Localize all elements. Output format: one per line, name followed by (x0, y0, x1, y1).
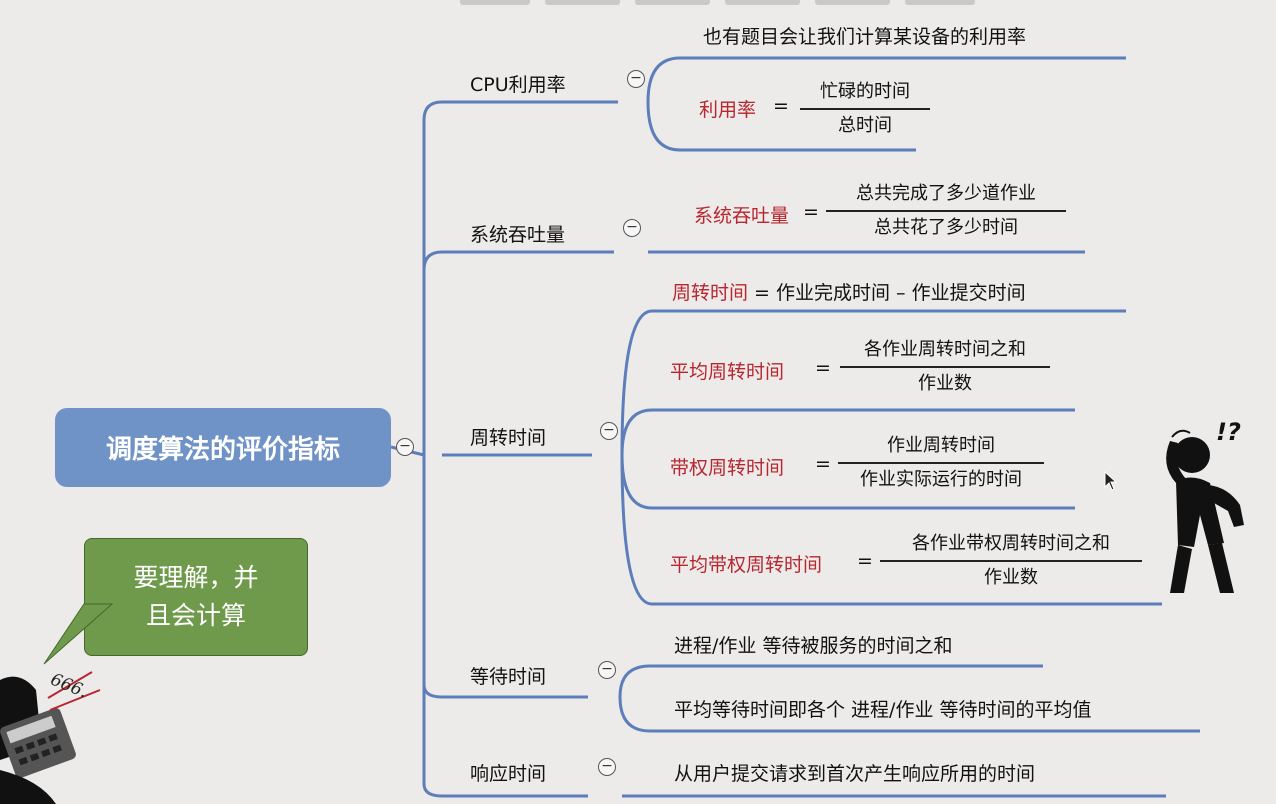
connector-cpu (646, 101, 916, 152)
numerator: 各作业周转时间之和 (864, 339, 1026, 360)
connector-turnaround (620, 309, 1126, 456)
formula-eq: = (857, 550, 873, 572)
fraction-bar (880, 560, 1142, 562)
fraction-bar (840, 366, 1050, 368)
numerator: 总共完成了多少道作业 (856, 183, 1036, 204)
formula-eq: = (815, 453, 831, 475)
formula-name-throughput: 系统吞吐量 (694, 205, 790, 227)
root-label: 调度算法的评价指标 (105, 435, 340, 465)
mouse-cursor-icon (1104, 471, 1118, 491)
response-item-1: 从用户提交请求到首次产生响应所用的时间 (674, 763, 1036, 785)
connector-waiting (618, 696, 1200, 733)
branch-label-cpu[interactable]: CPU利用率 (470, 74, 566, 96)
denominator: 作业数 (984, 566, 1038, 588)
root-node[interactable]: 调度算法的评价指标 (55, 408, 391, 487)
formula-eq: = (773, 95, 789, 117)
connector-turnaround (620, 454, 1162, 606)
formula-name-avg-turnaround: 平均周转时间 (670, 361, 785, 383)
numerator: 各作业带权周转时间之和 (912, 533, 1110, 554)
connector-cpu (646, 56, 1126, 103)
formula-name-utilization: 利用率 (699, 99, 757, 121)
top-tab[interactable] (725, 0, 800, 5)
numerator: 忙碌的时间 (820, 81, 910, 102)
turnaround-definition-rest: = 作业完成时间 – 作业提交时间 (748, 282, 1026, 304)
formula-eq: = (803, 201, 819, 223)
top-tab[interactable] (815, 0, 890, 5)
connector-trunk (422, 684, 443, 699)
confused-person-icon (1166, 429, 1244, 593)
turnaround-definition: 周转时间 = 作业完成时间 – 作业提交时间 (672, 278, 1026, 305)
connector-trunk (422, 100, 443, 455)
denominator: 作业实际运行的时间 (860, 468, 1022, 490)
collapse-toggle-icon[interactable]: − (627, 70, 645, 88)
speech-bubble-tail-icon (43, 603, 114, 665)
denominator: 总时间 (838, 114, 892, 136)
fraction-bar (800, 108, 930, 110)
fraction-bar (838, 462, 1044, 464)
formula-name-avg-weighted-turnaround: 平均带权周转时间 (670, 554, 823, 576)
term-turnaround: 周转时间 (672, 282, 749, 304)
collapse-toggle-icon[interactable]: − (598, 661, 616, 679)
formula-name-weighted-turnaround: 带权周转时间 (670, 457, 785, 479)
speech-line-1: 要理解，并 (133, 563, 259, 592)
fraction-throughput: 总共完成了多少道作业 总共花了多少时间 (826, 181, 1066, 241)
collapse-toggle-icon[interactable]: − (600, 422, 618, 440)
collapse-toggle-icon[interactable]: − (623, 219, 641, 237)
waiting-item-1: 进程/作业 等待被服务的时间之和 (674, 635, 953, 657)
branch-label-waiting[interactable]: 等待时间 (470, 666, 547, 688)
numerator: 作业周转时间 (887, 435, 995, 456)
speech-bubble: 要理解，并 且会计算 (84, 538, 308, 656)
connector-trunk (422, 250, 443, 271)
fraction-weighted-turnaround: 作业周转时间 作业实际运行的时间 (838, 433, 1044, 493)
fraction-avg-turnaround: 各作业周转时间之和 作业数 (840, 337, 1050, 397)
connector-turnaround (620, 408, 1075, 456)
branch-label-throughput[interactable]: 系统吞吐量 (470, 224, 566, 246)
fraction-avg-weighted-turnaround: 各作业带权周转时间之和 作业数 (880, 531, 1142, 591)
top-tab[interactable] (460, 0, 530, 5)
branch-label-turnaround[interactable]: 周转时间 (470, 427, 547, 449)
thinker-text: !? (1216, 418, 1241, 446)
denominator: 作业数 (918, 372, 972, 394)
collapse-toggle-icon[interactable]: − (396, 438, 414, 456)
fraction-utilization: 忙碌的时间 总时间 (800, 79, 930, 139)
top-tab[interactable] (545, 0, 620, 5)
top-tab[interactable] (905, 0, 975, 5)
top-tab[interactable] (635, 0, 710, 5)
calculator-person-icon (0, 671, 101, 804)
speech-line-2: 且会计算 (145, 601, 246, 630)
cpu-note: 也有题目会让我们计算某设备的利用率 (703, 26, 1027, 48)
fraction-bar (826, 210, 1066, 212)
branch-label-response[interactable]: 响应时间 (470, 763, 547, 785)
connector-trunk (422, 455, 443, 798)
connector-waiting (618, 664, 1043, 698)
formula-eq: = (815, 357, 831, 379)
waiting-item-2: 平均等待时间即各个 进程/作业 等待时间的平均值 (674, 699, 1092, 721)
collapse-toggle-icon[interactable]: − (598, 758, 616, 776)
denominator: 总共花了多少时间 (874, 216, 1018, 238)
